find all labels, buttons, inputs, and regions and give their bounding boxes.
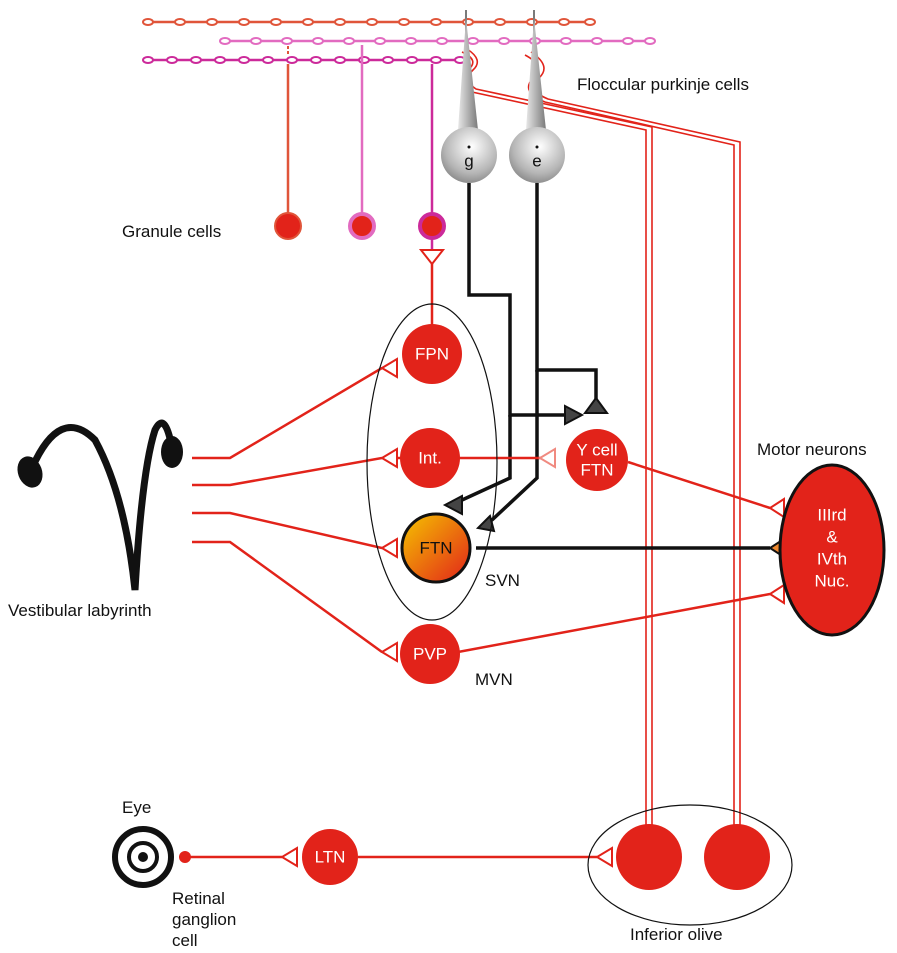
inferior-olive-label: Inferior olive (630, 925, 723, 944)
vestibular-afferents (186, 366, 771, 859)
pvp-node: PVP (400, 624, 460, 684)
granule-cells-label: Granule cells (122, 222, 221, 241)
pvp-label: PVP (413, 644, 447, 663)
ltn-label: LTN (315, 847, 346, 866)
granule-cell-pink (348, 212, 376, 240)
ycell-node: Y cell FTN (566, 429, 628, 491)
inferior-olive-region (587, 804, 793, 926)
motor-label-3: IVth (817, 549, 847, 568)
granule-cell-orange (274, 212, 302, 240)
fpn-label: FPN (415, 344, 449, 363)
purkinje-cell-e-label: e (532, 151, 541, 170)
ltn-node: LTN (302, 829, 358, 885)
ycell-label-1: Y cell (576, 440, 617, 459)
mvn-label: MVN (475, 670, 513, 689)
motor-label-4: Nuc. (815, 571, 850, 590)
ycell-label-2: FTN (580, 460, 613, 479)
svn-label: SVN (485, 571, 520, 590)
eye-label: Eye (122, 798, 151, 817)
parallel-fiber-orange (142, 18, 596, 26)
retinal-label-1: Retinal (172, 889, 225, 908)
inferior-olive-cell-2 (704, 824, 770, 890)
purkinje-cells: g e (441, 10, 565, 183)
floccular-purkinje-label: Floccular purkinje cells (577, 75, 749, 94)
parallel-fiber-pink (219, 37, 656, 45)
vestibular-labyrinth-icon (17, 419, 183, 591)
retinal-label-2: ganglion (172, 910, 236, 929)
eye-icon (112, 826, 191, 888)
int-label: Int. (418, 448, 442, 467)
retinal-label-3: cell (172, 931, 198, 950)
ftn-node: FTN (400, 512, 472, 584)
vestibular-labyrinth-label: Vestibular labyrinth (8, 601, 152, 620)
purkinje-cell-g-label: g (464, 151, 473, 170)
purkinje-cell-e (509, 127, 565, 183)
inferior-olive-cell-1 (616, 824, 682, 890)
parallel-fiber-magenta (142, 56, 466, 64)
motor-neurons-label: Motor neurons (757, 440, 867, 459)
purkinje-axons (461, 183, 770, 550)
motor-label-1: IIIrd (817, 505, 846, 524)
ftn-label: FTN (419, 538, 452, 557)
parallel-fibers (142, 18, 656, 64)
excitatory-synapses (280, 357, 785, 868)
fpn-node: FPN (402, 324, 462, 384)
int-node: Int. (400, 428, 460, 488)
granule-cell-magenta (418, 212, 446, 240)
svn-region (366, 303, 498, 621)
motor-label-2: & (826, 527, 838, 546)
granule-cells (274, 45, 446, 330)
purkinje-cell-g (441, 127, 497, 183)
motor-neurons-node: IIIrd & IVth Nuc. (778, 463, 886, 637)
